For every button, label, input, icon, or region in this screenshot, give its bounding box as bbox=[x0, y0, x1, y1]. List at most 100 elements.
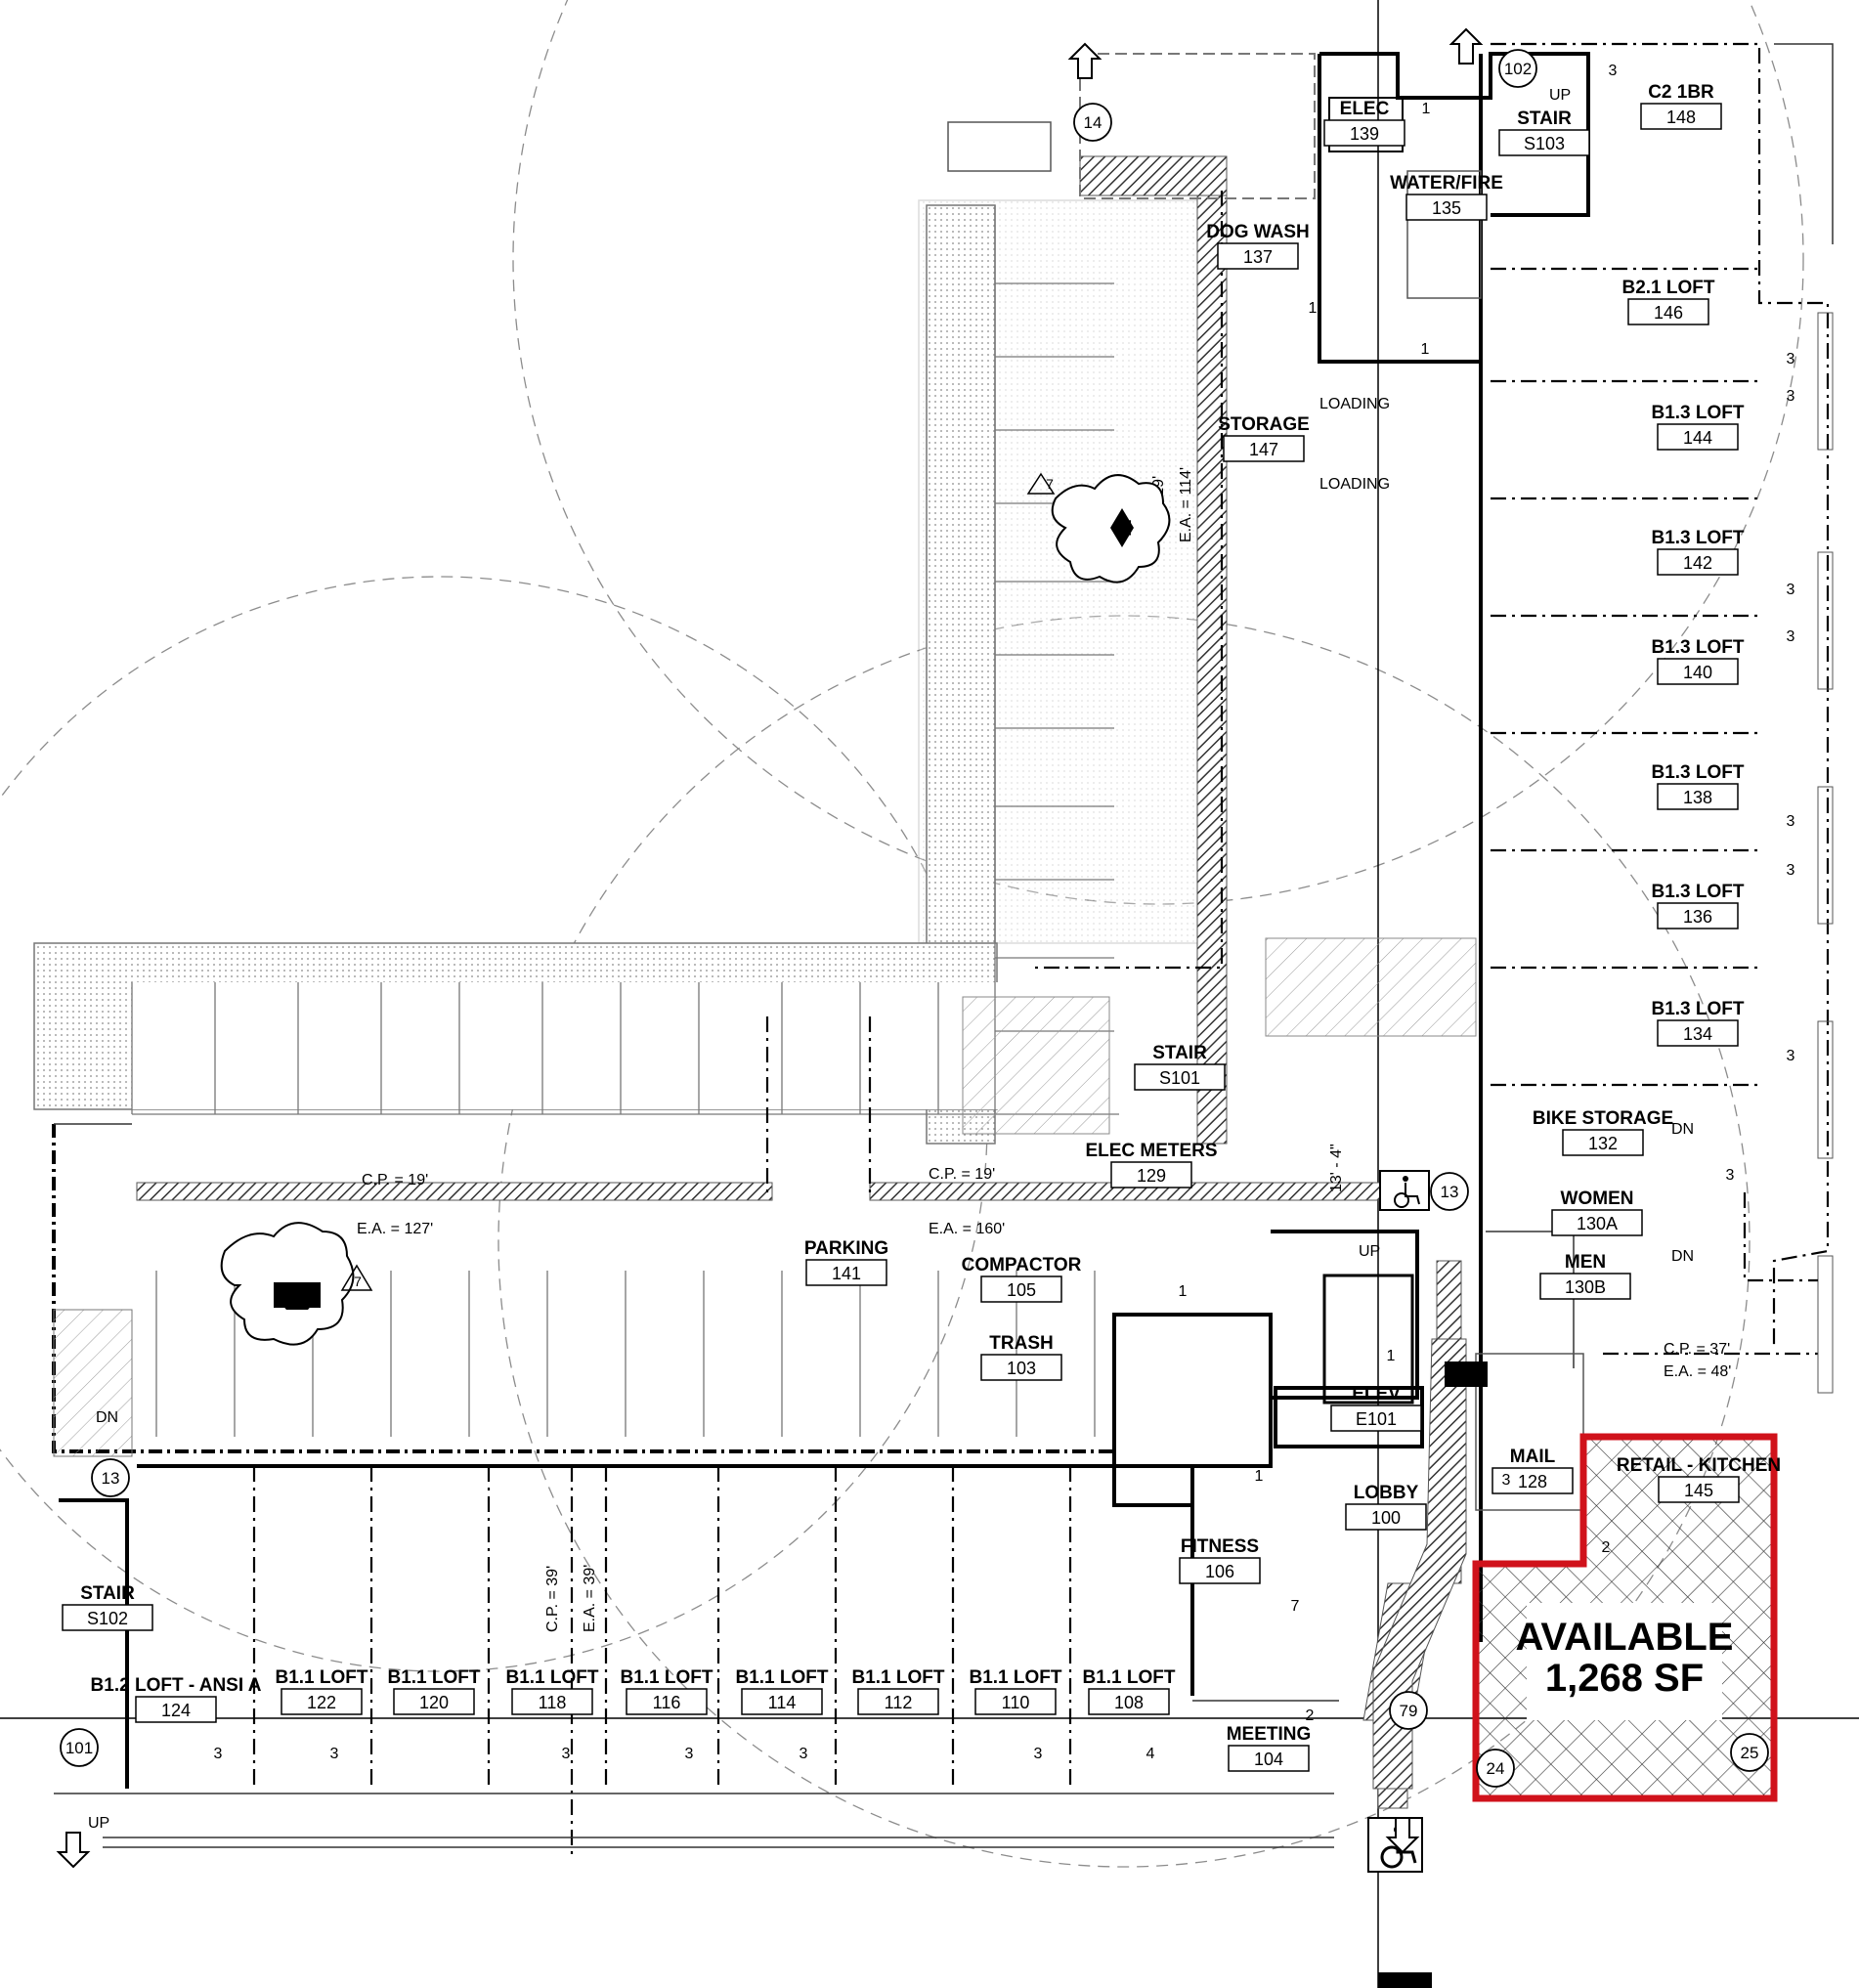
room-number-box bbox=[1223, 435, 1305, 462]
parking-count-label: E.A. = 160' bbox=[929, 1221, 1005, 1237]
room-number: 141 bbox=[832, 1264, 861, 1283]
room-number: 139 bbox=[1350, 124, 1379, 144]
room-number: E101 bbox=[1356, 1409, 1397, 1429]
room-name: MEETING bbox=[1227, 1724, 1312, 1745]
room-number: 147 bbox=[1249, 440, 1278, 459]
room-number-box bbox=[1658, 1476, 1740, 1503]
door-tag: 4 bbox=[1146, 1746, 1155, 1762]
room-number-box bbox=[62, 1604, 153, 1631]
room-number-box bbox=[980, 1275, 1062, 1303]
room-name: MAIL bbox=[1510, 1447, 1556, 1467]
room-name: ELEC METERS bbox=[1085, 1141, 1217, 1161]
room-number-box bbox=[1539, 1273, 1631, 1300]
room-name: B1.3 LOFT bbox=[1651, 403, 1744, 423]
room-name: B1.3 LOFT bbox=[1651, 882, 1744, 902]
exit-arrow-icon bbox=[56, 27, 1484, 1869]
misc-labels: LOADING LOADING UP UP UP DN DN DN C.P. =… bbox=[88, 87, 1731, 1832]
door-tag: 1 bbox=[1179, 1283, 1188, 1300]
parking-count-label: E.A. = 114' bbox=[1178, 467, 1194, 542]
room-number: 116 bbox=[653, 1693, 681, 1712]
room-name: B1.1 LOFT bbox=[620, 1667, 713, 1688]
room-name: B1.1 LOFT bbox=[505, 1667, 598, 1688]
fe-label: FE bbox=[1119, 519, 1134, 536]
ramp-area bbox=[962, 996, 1110, 1135]
marker-circle bbox=[91, 1458, 130, 1497]
parking-dashed-outlines bbox=[765, 191, 1818, 1356]
room-number-box bbox=[1179, 1557, 1261, 1584]
available-area-label: 1,268 SF bbox=[1545, 1657, 1704, 1700]
parking-count-label: E.A. = 48' bbox=[1664, 1363, 1731, 1380]
room-name: B1.1 LOFT bbox=[851, 1667, 944, 1688]
parking-count-label: E.A. = 127' bbox=[357, 1221, 433, 1237]
door-tag: 1 bbox=[1421, 341, 1430, 358]
fire-extinguisher-icon: FE 7 bbox=[1026, 472, 1171, 583]
room-number-box bbox=[1562, 1129, 1644, 1156]
door-tag: 3 bbox=[562, 1746, 571, 1762]
room-number: 134 bbox=[1683, 1024, 1712, 1044]
scale-bar bbox=[1378, 1972, 1432, 1988]
door-tag: 1 bbox=[1255, 1468, 1264, 1485]
door-tag: 7 bbox=[1291, 1598, 1300, 1615]
room-number: S102 bbox=[87, 1609, 128, 1628]
door-tag: 3 bbox=[685, 1746, 694, 1762]
room-number: 130A bbox=[1577, 1214, 1618, 1233]
amenity-cluster bbox=[1112, 1192, 1818, 1702]
room-number-box bbox=[626, 1688, 708, 1715]
room-number-box bbox=[1627, 298, 1709, 325]
door-tag: 3 bbox=[1787, 582, 1795, 598]
room-tag: PARKING 141 bbox=[804, 1238, 888, 1286]
room-number-box bbox=[1134, 1063, 1226, 1091]
door-tag: 3 bbox=[330, 1746, 339, 1762]
ramp-area bbox=[1265, 937, 1477, 1037]
door-tag: 3 bbox=[1034, 1746, 1043, 1762]
room-name: DOG WASH bbox=[1206, 222, 1310, 242]
room-number-box bbox=[1330, 1405, 1422, 1432]
room-number-box bbox=[980, 1354, 1062, 1381]
room-number-box bbox=[135, 1696, 217, 1723]
room-name: COMPACTOR bbox=[962, 1255, 1082, 1275]
dn-label: DN bbox=[1671, 1248, 1694, 1265]
door-tag: 3 bbox=[1787, 813, 1795, 830]
room-number: 145 bbox=[1684, 1481, 1713, 1500]
room-number-box bbox=[1657, 783, 1739, 810]
dn-label: DN bbox=[96, 1409, 118, 1426]
room-number-box bbox=[1657, 423, 1739, 451]
room-name: WATER/FIRE bbox=[1390, 173, 1503, 194]
room-name: FITNESS bbox=[1181, 1536, 1259, 1557]
marker-label: 14 bbox=[1084, 113, 1102, 132]
loading-label: LOADING bbox=[1319, 396, 1390, 412]
parking-count-label: E.A. = 39' bbox=[582, 1565, 598, 1632]
marker-label: 79 bbox=[1400, 1702, 1418, 1720]
revision-number: 7 bbox=[1046, 476, 1054, 492]
room-number: S103 bbox=[1524, 134, 1565, 153]
marker-label: 13 bbox=[102, 1469, 120, 1488]
room-name: B1.1 LOFT bbox=[969, 1667, 1061, 1688]
room-number-box bbox=[741, 1688, 823, 1715]
room-number-box bbox=[1217, 242, 1299, 270]
fe-label: FE bbox=[287, 1288, 308, 1305]
room-number-box bbox=[281, 1688, 363, 1715]
room-name: MEN bbox=[1565, 1252, 1606, 1273]
room-number: 148 bbox=[1666, 108, 1696, 127]
room-tag: B1.1 LOFT 112 bbox=[851, 1667, 945, 1715]
marker-label: 24 bbox=[1487, 1759, 1505, 1778]
parking-count-label: C.P. = 39' bbox=[544, 1566, 561, 1632]
room-number: 112 bbox=[885, 1693, 913, 1712]
room-name: PARKING bbox=[804, 1238, 888, 1259]
room-number: 140 bbox=[1683, 663, 1712, 682]
marker-circle bbox=[1389, 1691, 1428, 1730]
room-number: 118 bbox=[539, 1693, 567, 1712]
dimension-label: 13' - 4" bbox=[1328, 1144, 1345, 1192]
